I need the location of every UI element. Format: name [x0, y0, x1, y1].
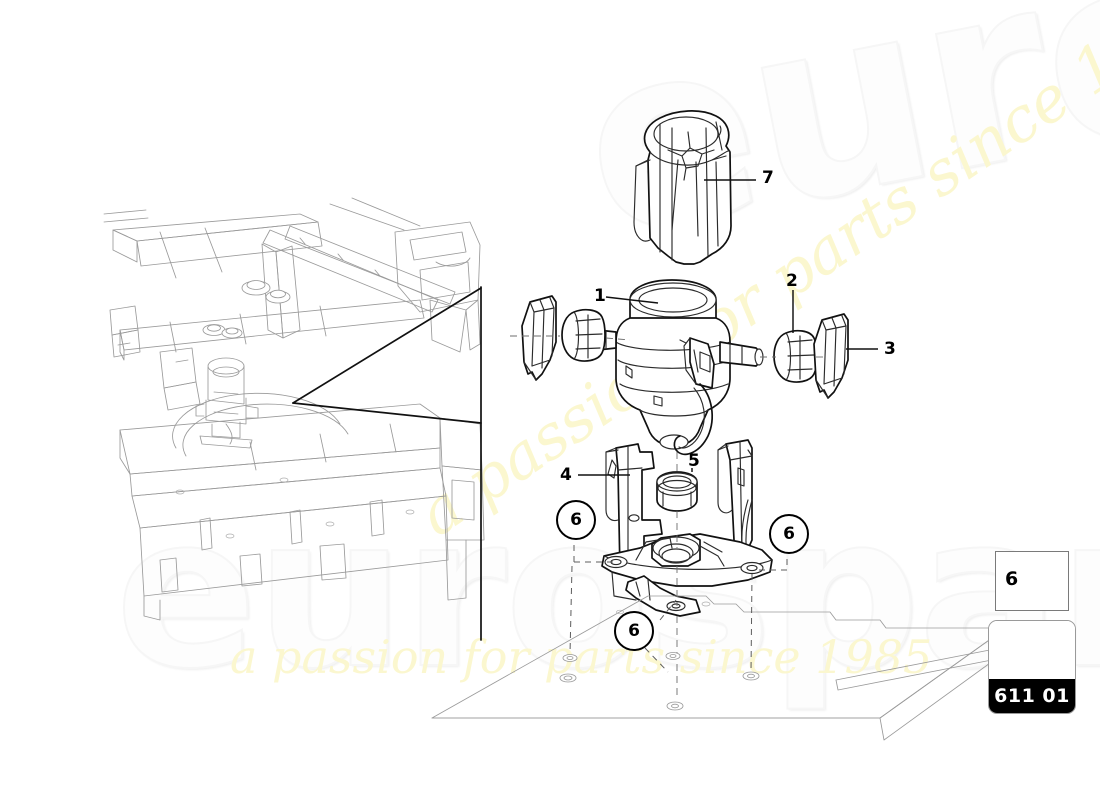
- group-code-bar: 611 01: [989, 679, 1075, 713]
- part-group-icon: [989, 621, 1075, 679]
- callout-5: 5: [688, 451, 700, 471]
- callout-6-right: 6: [769, 514, 809, 554]
- screw-locator-lines: [569, 545, 788, 673]
- callout-7: 7: [762, 168, 774, 188]
- part-5-rubber-mount-bush: [656, 471, 698, 512]
- callout-4: 4: [560, 465, 572, 485]
- part-2-rubber-grommet-left: [561, 308, 606, 362]
- legend-screw-number: 6: [1005, 568, 1019, 590]
- part-4-support-bracket: [601, 439, 773, 617]
- legend-screw-box: 6: [995, 551, 1069, 611]
- part-1-vacuum-pump: [593, 279, 764, 456]
- part-3-bracket-clip: [813, 313, 849, 399]
- legend-group-box: 611 01: [988, 620, 1076, 714]
- callout-3: 3: [884, 339, 896, 359]
- callout-1: 1: [594, 286, 606, 306]
- leader-1: [605, 296, 659, 304]
- callout-6-bottom: 6: [614, 611, 654, 651]
- floor-panel: [431, 595, 1009, 741]
- part-7-protective-cap: [633, 110, 732, 265]
- part-3-bracket-clip-left: [521, 295, 557, 381]
- vehicle-subframe-illustration: [103, 197, 485, 621]
- installed-pump-detail: [195, 357, 259, 449]
- part-2-rubber-grommet: [773, 329, 818, 383]
- group-code: 611 01: [994, 685, 1070, 707]
- callout-2: 2: [786, 271, 798, 291]
- callout-6-left: 6: [556, 500, 596, 540]
- assembly-axis-line: [510, 335, 828, 358]
- detail-view-leader: [292, 286, 482, 641]
